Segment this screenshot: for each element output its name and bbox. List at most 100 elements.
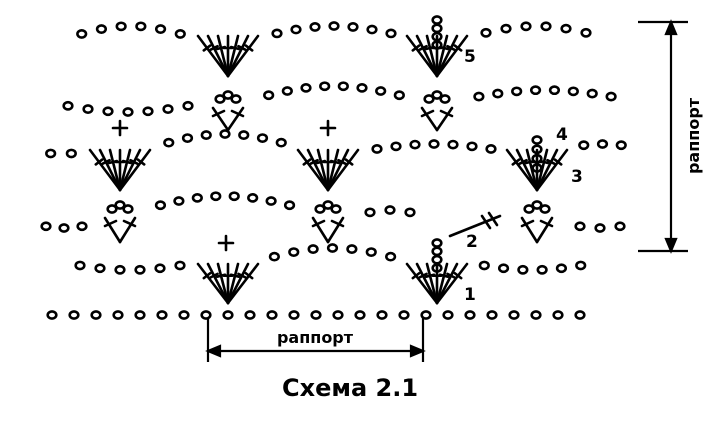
- yarn-over-bar: [237, 44, 247, 52]
- double-crochet-stitch: [108, 148, 122, 192]
- yarn-over-bar: [211, 109, 226, 118]
- chain-stitch: [574, 221, 586, 232]
- chain-stitch: [517, 264, 529, 275]
- chain-stitch: [575, 260, 587, 271]
- chain-stitch: [409, 139, 421, 150]
- yarn-over-bar: [230, 109, 245, 118]
- yarn-over-bar: [553, 158, 563, 166]
- yarn-over-bar: [244, 44, 254, 52]
- chain-stitch: [45, 148, 57, 159]
- chain-stitch: [114, 200, 126, 210]
- chain-stitch: [307, 244, 319, 254]
- vertical-repeat-marker: [638, 19, 688, 254]
- chain-stitch: [263, 90, 275, 101]
- double-crochet-stitch: [435, 262, 469, 305]
- chain-stitch: [268, 251, 280, 262]
- double-crochet-stitch: [226, 106, 245, 132]
- double-crochet-stitch: [326, 148, 350, 192]
- double-crochet-stitch: [535, 148, 559, 192]
- double-crochet-stitch: [226, 262, 250, 305]
- double-crochet-stitch: [405, 262, 439, 305]
- chain-stitch: [82, 104, 94, 114]
- double-crochet-stitch: [118, 216, 137, 244]
- chain-stitch: [74, 260, 86, 271]
- double-crochet-stitch: [405, 34, 439, 78]
- yarn-over-bar: [309, 158, 319, 166]
- double-crochet-stitch: [103, 216, 122, 244]
- chain-stitch: [536, 264, 548, 275]
- chain-stitch: [548, 85, 561, 96]
- yarn-over-bar: [418, 44, 428, 52]
- chain-stitch: [134, 264, 146, 275]
- yarn-over-bar: [302, 158, 312, 166]
- chain-stitch: [337, 81, 349, 92]
- chain-stitch: [191, 192, 203, 203]
- chain-stitch: [431, 90, 443, 100]
- yarn-over-bar: [546, 158, 556, 166]
- double-crochet-stitch: [296, 148, 330, 192]
- double-crochet-stitch: [420, 106, 439, 132]
- chain-stitch: [404, 207, 416, 218]
- yarn-over-bar: [122, 219, 137, 228]
- chain-stitch: [431, 23, 443, 34]
- row-number-2: 2: [466, 232, 478, 252]
- chain-stitch: [615, 140, 627, 151]
- chain-stitch: [578, 140, 590, 151]
- chain-stitch: [431, 238, 443, 248]
- chain-stitch: [552, 310, 564, 320]
- double-crochet-stitch: [118, 148, 152, 192]
- chain-stitch: [431, 246, 443, 257]
- chain-stitch: [154, 24, 167, 34]
- double-crochet-stitch: [226, 262, 260, 305]
- chain-stitch: [431, 254, 443, 265]
- chain-stitch: [371, 144, 383, 154]
- chain-stitch: [473, 91, 485, 102]
- chain-stitch: [222, 90, 234, 100]
- chain-stitch: [375, 86, 387, 96]
- chain-stitch: [376, 310, 388, 320]
- double-crochet-stitch: [415, 262, 439, 305]
- yarn-over-bar: [446, 272, 456, 279]
- chain-stitch: [228, 191, 240, 202]
- chain-stitch: [364, 207, 376, 218]
- chain-stitch: [531, 153, 543, 164]
- double-crochet-stitch: [211, 106, 230, 132]
- chain-stitch: [523, 204, 535, 214]
- chain-stitch: [423, 94, 435, 104]
- yarn-over-bar: [229, 273, 241, 278]
- double-crochet-stitch: [118, 148, 132, 192]
- double-crochet-stitch: [206, 34, 230, 78]
- yarn-over-bar: [311, 219, 326, 228]
- chain-stitch: [596, 139, 609, 149]
- chain-stitch: [492, 88, 504, 99]
- double-crochet-stitch: [515, 148, 539, 192]
- chain-stitch: [174, 29, 186, 39]
- chain-stitch: [605, 91, 617, 102]
- row-number-5: 5: [464, 47, 476, 67]
- chain-stitch: [300, 82, 312, 93]
- chain-stitch: [238, 130, 250, 140]
- chain-stitch: [531, 200, 543, 210]
- yarn-over-bar: [453, 44, 463, 52]
- chain-stitch: [594, 223, 606, 233]
- chain-stitch: [508, 310, 520, 320]
- chain-stitch: [95, 24, 108, 34]
- chain-stitch: [328, 21, 340, 31]
- chain-stitch: [112, 310, 124, 320]
- double-crochet-stitch: [326, 148, 340, 192]
- chain-stitch: [464, 310, 476, 320]
- chain-stitch: [314, 204, 326, 214]
- chain-stitch: [309, 22, 321, 32]
- chain-stitch: [162, 104, 174, 114]
- double-crochet-stitch: [535, 216, 554, 244]
- chain-stitch: [200, 130, 212, 140]
- vertical-repeat-label: раппорт: [684, 97, 703, 174]
- chain-stitch: [356, 82, 368, 93]
- double-crochet-stitch: [88, 148, 122, 192]
- yarn-over-bar: [487, 211, 499, 227]
- yarn-over-bar: [129, 158, 139, 166]
- yarn-over-bar: [520, 219, 535, 228]
- chain-stitch: [182, 100, 194, 111]
- double-crochet-stitch: [435, 106, 454, 132]
- chain-stitch: [393, 90, 405, 101]
